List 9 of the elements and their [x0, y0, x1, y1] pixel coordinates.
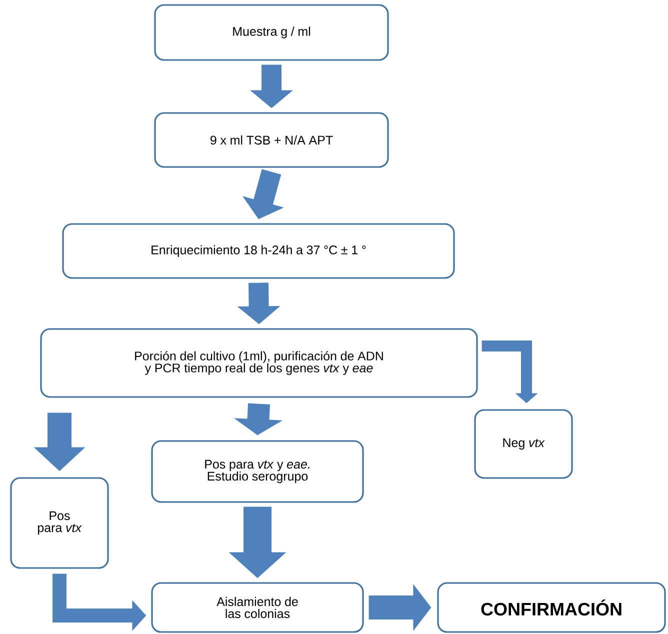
- process-box: Neg vtx: [474, 409, 573, 479]
- process-box: 9 x ml TSB + N/A APT: [154, 112, 389, 168]
- process-box: CONFIRMACIÓN: [437, 582, 666, 633]
- process-box: Pos para vtx: [10, 477, 109, 569]
- process-box: Pos para vtx y eae. Estudio serogrupo: [151, 440, 364, 503]
- process-box: Porción del cultivo (1ml), purificación de ADN y PCR tiempo real de los genes vtx y eae: [40, 328, 478, 398]
- process-box: Muestra g / ml: [154, 4, 389, 61]
- process-box: Enriquecimiento 18 h-24h a 37 °C ± 1 °: [62, 223, 455, 279]
- process-box: Aislamiento de las colonias: [151, 582, 364, 633]
